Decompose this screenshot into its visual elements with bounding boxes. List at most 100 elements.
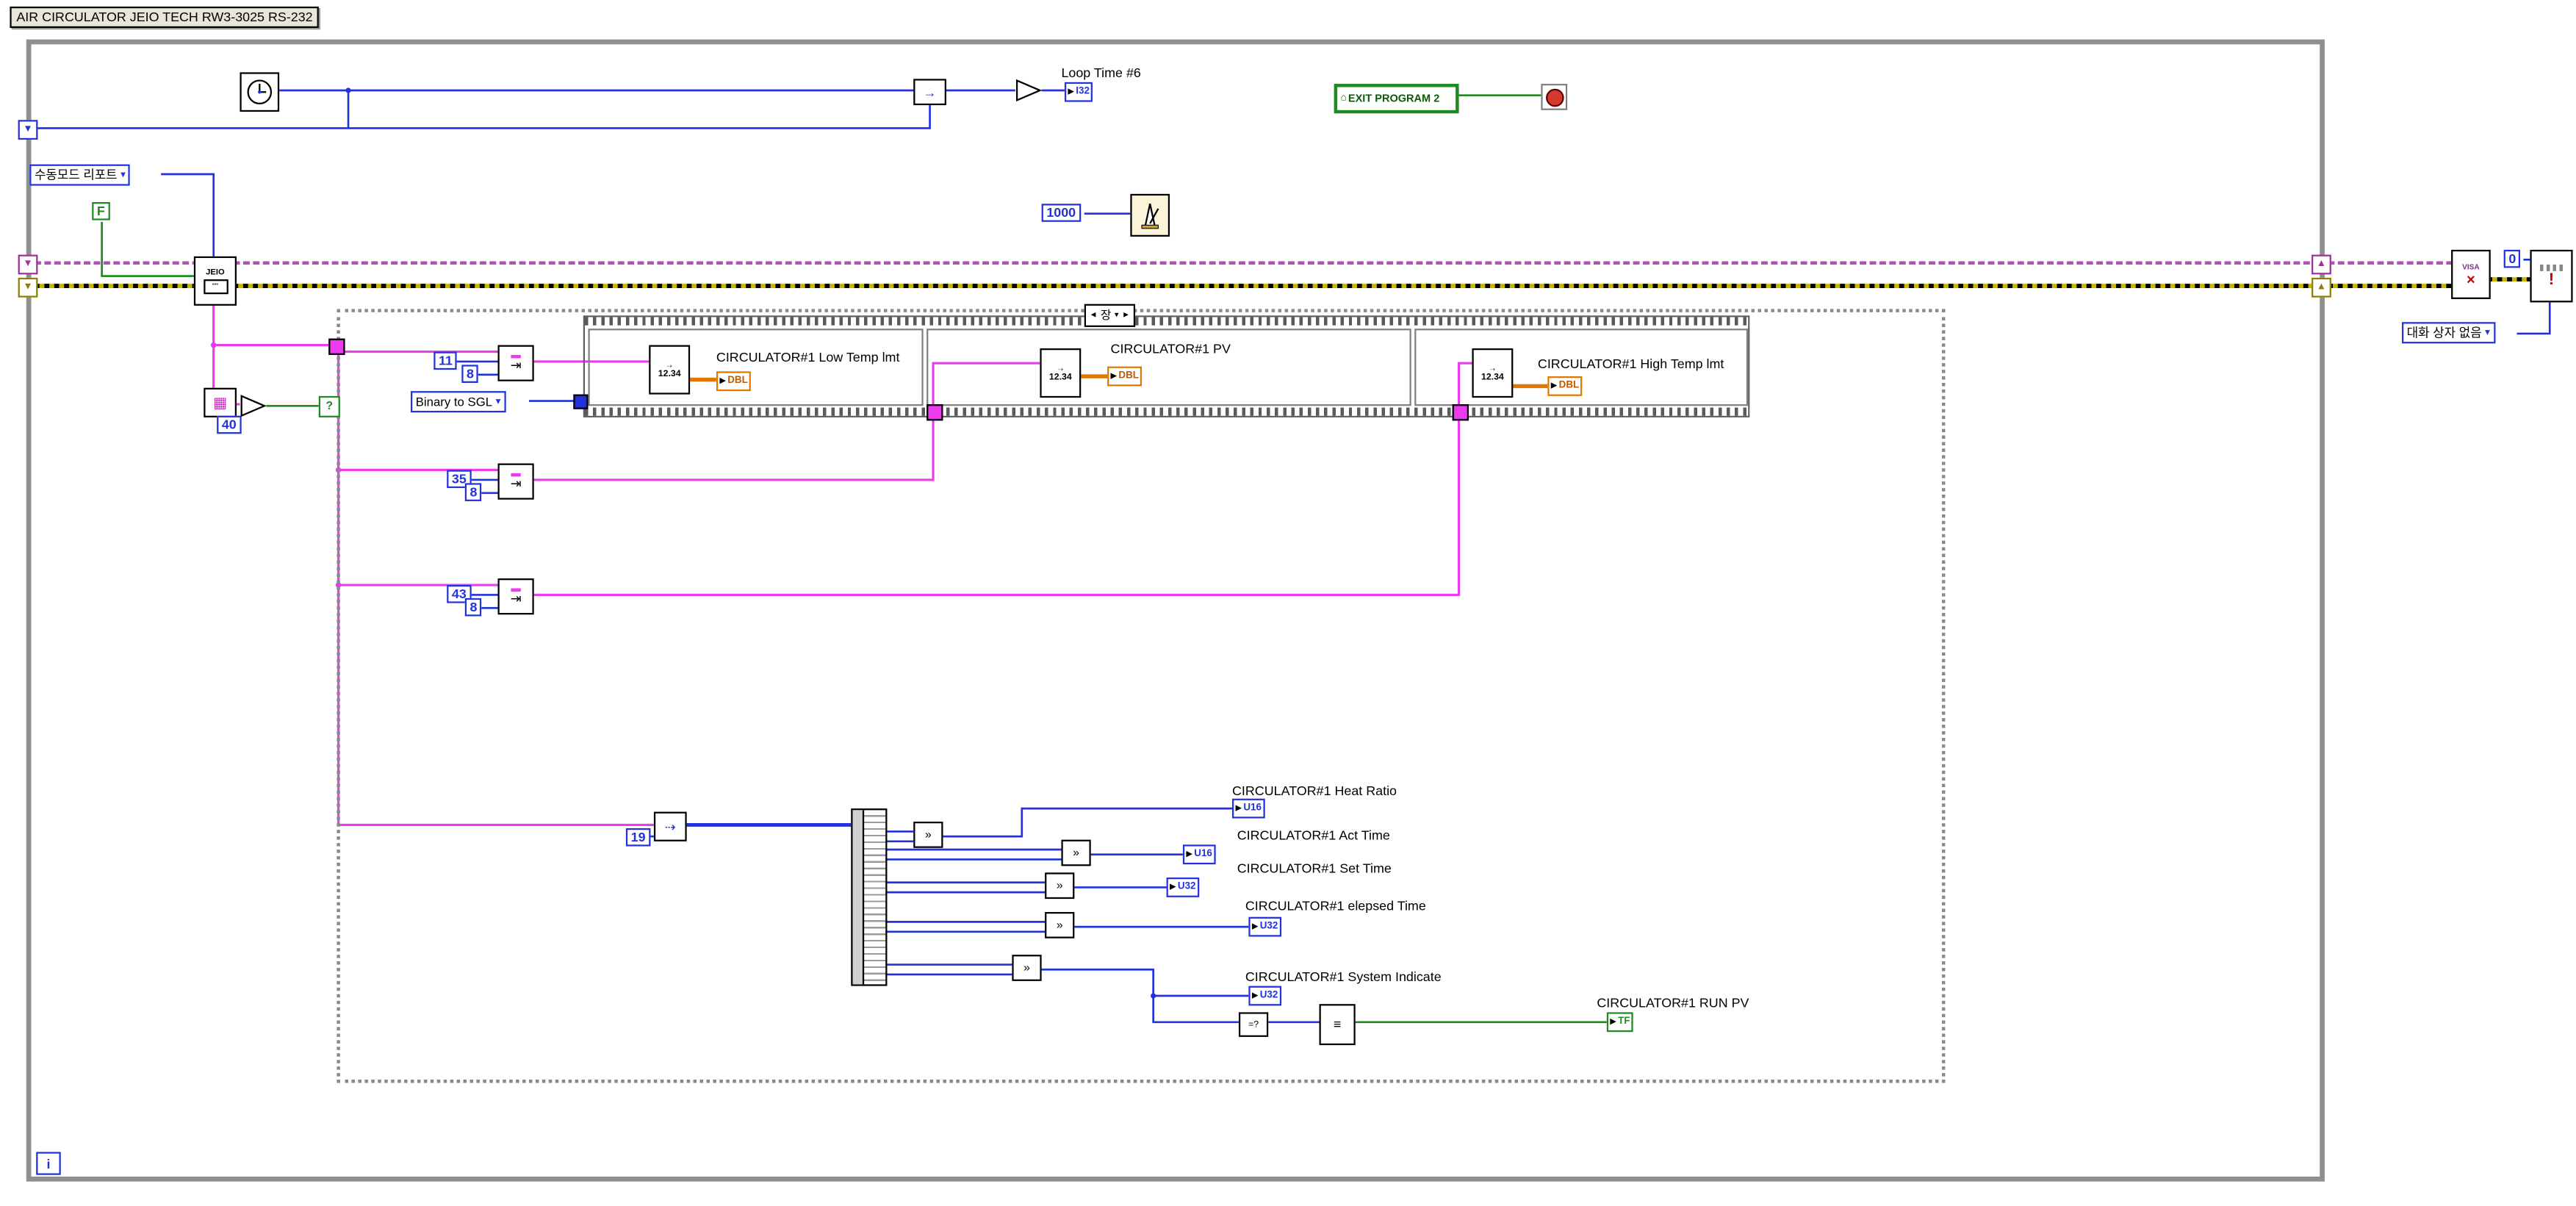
- heat-ratio-label: CIRCULATOR#1 Heat Ratio: [1232, 783, 1397, 799]
- select-icon: ≡: [1333, 1017, 1342, 1033]
- selector-prev-icon[interactable]: ◄: [1089, 310, 1098, 321]
- binary-to-sgl-ring[interactable]: Binary to SGL ▾: [411, 391, 506, 413]
- jeio-label: JEIO: [206, 268, 225, 278]
- shift-register-right-error[interactable]: ▲: [2311, 277, 2331, 298]
- string-subset-node-2[interactable]: ⇥: [497, 463, 534, 500]
- case-selector-terminal[interactable]: ?: [318, 395, 340, 417]
- string-subset-node-1[interactable]: ⇥: [497, 345, 534, 381]
- dialog-ring-constant[interactable]: 대화 상자 없음 ▾: [2402, 322, 2495, 344]
- indicator-arrow-icon: ▶: [1251, 990, 1259, 1000]
- compare-icon: =?: [1248, 1019, 1259, 1030]
- string-buffer-icon: ▦: [213, 393, 228, 410]
- tunnel-string-frame3[interactable]: [1452, 404, 1469, 421]
- elepsed-time-indicator[interactable]: ▶ U32: [1248, 916, 1281, 937]
- join-numbers-node-3[interactable]: »: [1045, 872, 1075, 900]
- length-constant-3[interactable]: 8: [464, 597, 483, 617]
- shift-register-left-error[interactable]: ▼: [18, 277, 38, 298]
- chevron-down-icon: ▾: [2485, 329, 2490, 339]
- tunnel-numeric-band[interactable]: [573, 394, 589, 409]
- shift-register-left-tick[interactable]: ▼: [18, 120, 38, 140]
- loop-time-indicator[interactable]: ▶ I32: [1064, 82, 1093, 102]
- system-indicate-indicator[interactable]: ▶ U32: [1248, 986, 1281, 1006]
- offset-constant-2[interactable]: 35: [447, 470, 472, 489]
- zero-constant[interactable]: 0: [2503, 249, 2522, 268]
- tunnel-string-frame2[interactable]: [927, 404, 943, 421]
- sr-down-icon: ▼: [23, 259, 33, 270]
- serial-port-icon: ▪▪▪: [203, 279, 228, 295]
- join-numbers-node-4[interactable]: »: [1045, 911, 1075, 938]
- while-loop-frame[interactable]: [26, 39, 2325, 1182]
- join-numbers-node-1[interactable]: »: [913, 822, 943, 848]
- join-numbers-node-5[interactable]: »: [1012, 955, 1042, 981]
- sequence-frame-1[interactable]: [588, 329, 924, 406]
- string-to-bytes-node[interactable]: ⇢: [653, 811, 687, 841]
- compare-triangle-node[interactable]: [240, 395, 267, 417]
- wait-next-ms-node[interactable]: [1130, 193, 1170, 237]
- iteration-terminal[interactable]: i: [36, 1152, 61, 1175]
- home-icon: ⌂: [1340, 93, 1347, 104]
- string-subset-node-3[interactable]: ⇥: [497, 578, 534, 615]
- visa-close-node[interactable]: VISA ×: [2451, 249, 2491, 299]
- indicator-type-label: U32: [1259, 922, 1278, 932]
- string-to-number-node-2[interactable]: ⇢ 12.34: [1040, 348, 1082, 398]
- run-pv-indicator[interactable]: ▶ TF: [1606, 1012, 1634, 1033]
- shift-register-right-visa[interactable]: ▲: [2311, 254, 2331, 275]
- pv-label: CIRCULATOR#1 PV: [1110, 342, 1231, 357]
- selector-next-icon[interactable]: ►: [1122, 310, 1131, 321]
- string-subset-icon: ⇥: [510, 587, 522, 606]
- exit-program-global[interactable]: ⌂ EXIT PROGRAM 2: [1334, 84, 1459, 114]
- string-to-number-node-1[interactable]: ⇢ 12.34: [649, 345, 691, 395]
- vi-title-label: AIR CIRCULATOR JEIO TECH RW3-3025 RS-232: [10, 6, 320, 29]
- selector-value: 장: [1101, 310, 1112, 323]
- case-structure-frame[interactable]: [337, 309, 1946, 1083]
- pv-indicator[interactable]: ▶ DBL: [1107, 366, 1143, 387]
- unflatten-rail: [852, 810, 865, 985]
- chevron-down-icon: ▾: [495, 398, 501, 408]
- indicator-type-label: U16: [1243, 803, 1262, 814]
- stop-icon: [1544, 87, 1564, 107]
- flat-sequence-band[interactable]: [583, 315, 1750, 417]
- join-numbers-node-2[interactable]: »: [1061, 839, 1091, 866]
- error-handler-node[interactable]: !: [2530, 249, 2573, 303]
- string-subset-icon: ⇥: [510, 353, 522, 372]
- triangle-icon: [240, 395, 267, 417]
- read-length-constant[interactable]: 40: [217, 415, 242, 434]
- indicator-type-label: U32: [1177, 882, 1196, 893]
- heat-ratio-indicator[interactable]: ▶ U16: [1232, 798, 1265, 819]
- junction-dots-blue: [345, 87, 1156, 999]
- length-constant-1[interactable]: 8: [461, 365, 479, 383]
- tick-count-node[interactable]: [240, 72, 280, 112]
- act-time-indicator[interactable]: ▶ U16: [1182, 844, 1216, 865]
- offset-constant-3[interactable]: 43: [447, 585, 472, 603]
- jeio-driver-node[interactable]: JEIO ▪▪▪: [193, 256, 237, 306]
- sequence-frame-2[interactable]: [927, 329, 1411, 406]
- string-read-node[interactable]: ▦: [204, 387, 237, 417]
- length-constant-2[interactable]: 8: [464, 483, 483, 501]
- tunnel-string-case[interactable]: [328, 338, 345, 355]
- sr-down-icon: ▼: [23, 282, 33, 293]
- low-temp-indicator[interactable]: ▶ DBL: [716, 371, 752, 392]
- shift-register-left-visa[interactable]: ▼: [18, 254, 38, 275]
- sr-up-icon: ▲: [2316, 259, 2327, 270]
- sequence-frame-3[interactable]: [1414, 329, 1749, 406]
- unflatten-array-node[interactable]: [851, 808, 888, 986]
- case-selector[interactable]: ◄ 장 ▾ ►: [1084, 304, 1135, 327]
- byte-offset-constant[interactable]: 19: [625, 828, 651, 847]
- select-node[interactable]: ≡: [1319, 1004, 1356, 1046]
- false-constant[interactable]: F: [92, 202, 110, 220]
- loop-stop-terminal[interactable]: [1541, 84, 1568, 110]
- mode-ring-constant[interactable]: 수동모드 리포트 ▾: [29, 164, 131, 186]
- offset-constant-1[interactable]: 11: [433, 351, 458, 370]
- wait-ms-constant[interactable]: 1000: [1041, 204, 1081, 222]
- string-to-number-node-3[interactable]: ⇢ 12.34: [1472, 348, 1514, 398]
- conversion-triangle-node[interactable]: [1015, 79, 1043, 102]
- set-time-indicator[interactable]: ▶ U32: [1166, 877, 1200, 897]
- equal-compare-node[interactable]: =?: [1238, 1012, 1269, 1037]
- subtract-node[interactable]: →: [913, 79, 946, 106]
- numeric-wires: [34, 89, 2551, 1024]
- high-temp-indicator[interactable]: ▶ DBL: [1547, 376, 1583, 396]
- selector-caret-icon[interactable]: ▾: [1114, 310, 1119, 321]
